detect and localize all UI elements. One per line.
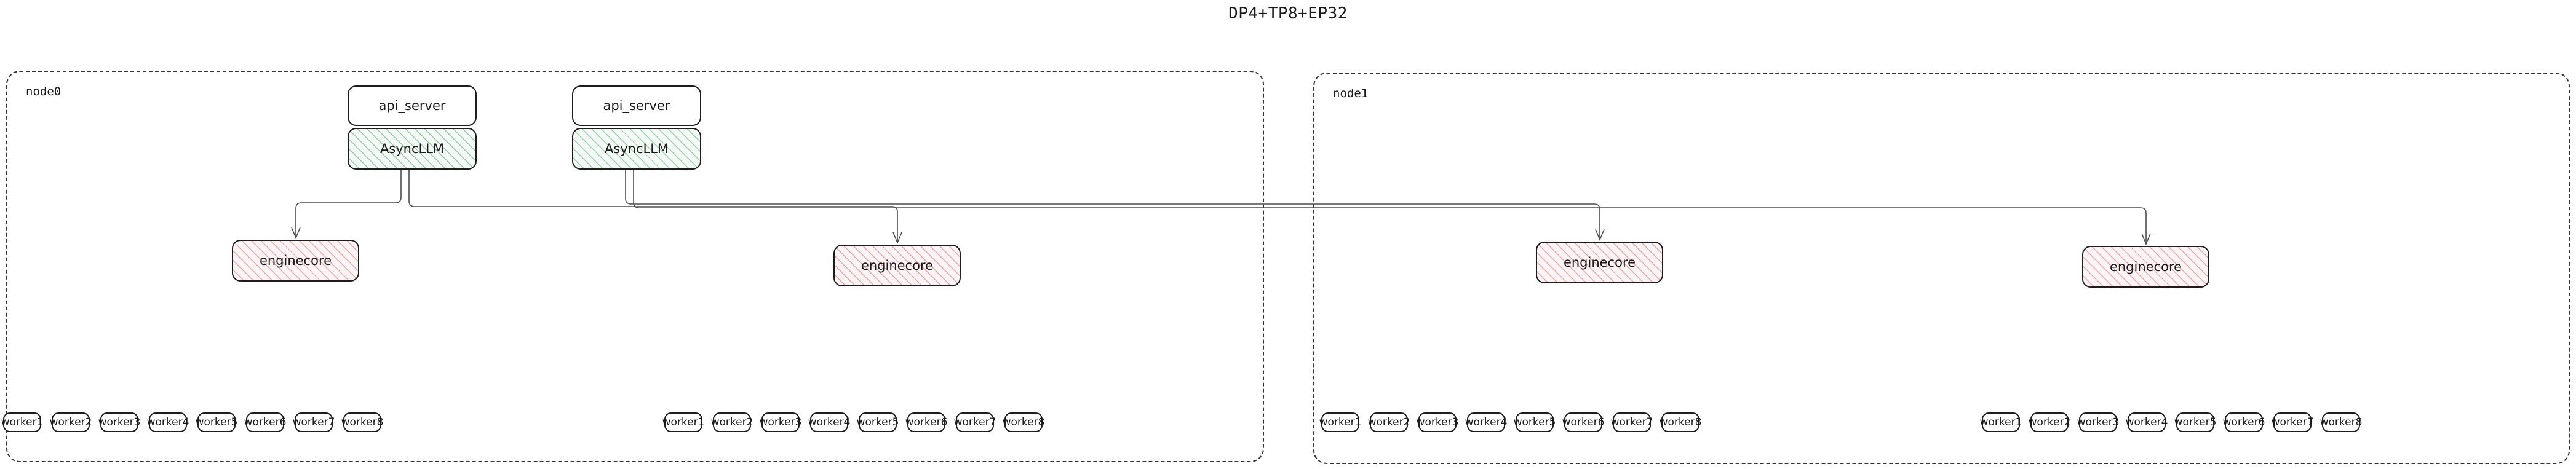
worker-box-g0-3[interactable]: worker4 <box>146 412 189 432</box>
worker-box-g0-5[interactable]: worker6 <box>244 412 287 432</box>
enginecore-box-1-label: enginecore <box>861 258 934 273</box>
worker-box-g1-4[interactable]: worker5 <box>856 412 899 432</box>
cluster-node1 <box>1313 73 2570 464</box>
worker-box-g0-6-label: worker7 <box>292 416 335 428</box>
worker-box-g0-7-label: worker8 <box>341 416 384 428</box>
api-server-box-1[interactable]: api_server <box>572 85 701 126</box>
worker-box-g0-2-label: worker3 <box>98 416 141 428</box>
worker-box-g2-6-label: worker7 <box>1610 416 1653 428</box>
asyncllm-box-0[interactable]: AsyncLLM <box>348 128 477 170</box>
worker-box-g2-0[interactable]: worker1 <box>1319 412 1362 432</box>
worker-box-g2-1-label: worker2 <box>1367 416 1410 428</box>
worker-box-g3-5-label: worker6 <box>2222 416 2265 428</box>
enginecore-box-1[interactable]: enginecore <box>833 245 961 286</box>
worker-box-g1-5-label: worker6 <box>905 416 948 428</box>
worker-box-g1-7[interactable]: worker8 <box>1002 412 1045 432</box>
worker-box-g3-1-label: worker2 <box>2028 416 2071 428</box>
worker-box-g3-6-label: worker7 <box>2271 416 2314 428</box>
worker-box-g2-7[interactable]: worker8 <box>1659 412 1702 432</box>
worker-box-g2-7-label: worker8 <box>1659 416 1702 428</box>
worker-box-g1-0-label: worker1 <box>662 416 705 428</box>
worker-box-g2-4[interactable]: worker5 <box>1513 412 1556 432</box>
worker-box-g3-7[interactable]: worker8 <box>2320 412 2363 432</box>
api-server-box-0[interactable]: api_server <box>348 85 477 126</box>
worker-box-g0-0-label: worker1 <box>1 416 44 428</box>
worker-box-g3-6[interactable]: worker7 <box>2271 412 2314 432</box>
worker-box-g2-6[interactable]: worker7 <box>1610 412 1653 432</box>
worker-box-g3-4-label: worker5 <box>2174 416 2217 428</box>
worker-box-g3-2-label: worker3 <box>2077 416 2120 428</box>
worker-box-g1-2[interactable]: worker3 <box>759 412 802 432</box>
api-server-box-0-label: api_server <box>378 98 446 113</box>
worker-box-g1-4-label: worker5 <box>856 416 899 428</box>
enginecore-box-3-label: enginecore <box>2109 259 2182 274</box>
worker-box-g1-6[interactable]: worker7 <box>953 412 996 432</box>
cluster-label-node1: node1 <box>1333 87 1369 100</box>
worker-box-g0-5-label: worker6 <box>244 416 287 428</box>
worker-box-g2-3[interactable]: worker4 <box>1465 412 1508 432</box>
worker-box-g3-0-label: worker1 <box>1979 416 2022 428</box>
worker-box-g3-3[interactable]: worker4 <box>2125 412 2168 432</box>
asyncllm-box-0-label: AsyncLLM <box>380 141 445 156</box>
worker-box-g2-2[interactable]: worker3 <box>1416 412 1459 432</box>
enginecore-box-0-label: enginecore <box>259 253 332 268</box>
worker-box-g0-1[interactable]: worker2 <box>49 412 92 432</box>
enginecore-box-0[interactable]: enginecore <box>232 240 359 282</box>
worker-box-g2-4-label: worker5 <box>1513 416 1556 428</box>
asyncllm-box-1-label: AsyncLLM <box>604 141 669 156</box>
worker-box-g2-1[interactable]: worker2 <box>1367 412 1410 432</box>
worker-box-g0-0[interactable]: worker1 <box>1 412 44 432</box>
worker-box-g1-1[interactable]: worker2 <box>710 412 753 432</box>
worker-box-g3-2[interactable]: worker3 <box>2077 412 2120 432</box>
worker-box-g1-3-label: worker4 <box>808 416 851 428</box>
worker-box-g2-5-label: worker6 <box>1562 416 1605 428</box>
worker-box-g0-2[interactable]: worker3 <box>98 412 141 432</box>
worker-box-g1-2-label: worker3 <box>759 416 802 428</box>
worker-box-g2-0-label: worker1 <box>1319 416 1362 428</box>
cluster-label-node0: node0 <box>26 85 62 98</box>
page-title: DP4+TP8+EP32 <box>1228 4 1348 23</box>
worker-box-g1-1-label: worker2 <box>710 416 753 428</box>
worker-box-g2-5[interactable]: worker6 <box>1562 412 1605 432</box>
worker-box-g1-7-label: worker8 <box>1002 416 1045 428</box>
enginecore-box-2-label: enginecore <box>1563 255 1636 270</box>
worker-box-g1-3[interactable]: worker4 <box>808 412 851 432</box>
worker-box-g0-4-label: worker5 <box>195 416 238 428</box>
worker-box-g2-2-label: worker3 <box>1416 416 1459 428</box>
worker-box-g0-4[interactable]: worker5 <box>195 412 238 432</box>
worker-box-g0-1-label: worker2 <box>49 416 92 428</box>
cluster-node0 <box>6 71 1264 462</box>
worker-box-g3-3-label: worker4 <box>2125 416 2168 428</box>
worker-box-g1-6-label: worker7 <box>953 416 996 428</box>
worker-box-g0-6[interactable]: worker7 <box>292 412 335 432</box>
enginecore-box-2[interactable]: enginecore <box>1536 242 1663 283</box>
worker-box-g3-5[interactable]: worker6 <box>2222 412 2265 432</box>
worker-box-g1-5[interactable]: worker6 <box>905 412 948 432</box>
worker-box-g0-3-label: worker4 <box>146 416 189 428</box>
worker-box-g3-1[interactable]: worker2 <box>2028 412 2071 432</box>
enginecore-box-3[interactable]: enginecore <box>2082 246 2209 288</box>
worker-box-g2-3-label: worker4 <box>1465 416 1508 428</box>
worker-box-g1-0[interactable]: worker1 <box>662 412 705 432</box>
worker-box-g0-7[interactable]: worker8 <box>341 412 384 432</box>
asyncllm-box-1[interactable]: AsyncLLM <box>572 128 701 170</box>
worker-box-g3-7-label: worker8 <box>2320 416 2363 428</box>
api-server-box-1-label: api_server <box>603 98 670 113</box>
worker-box-g3-0[interactable]: worker1 <box>1979 412 2022 432</box>
worker-box-g3-4[interactable]: worker5 <box>2174 412 2217 432</box>
